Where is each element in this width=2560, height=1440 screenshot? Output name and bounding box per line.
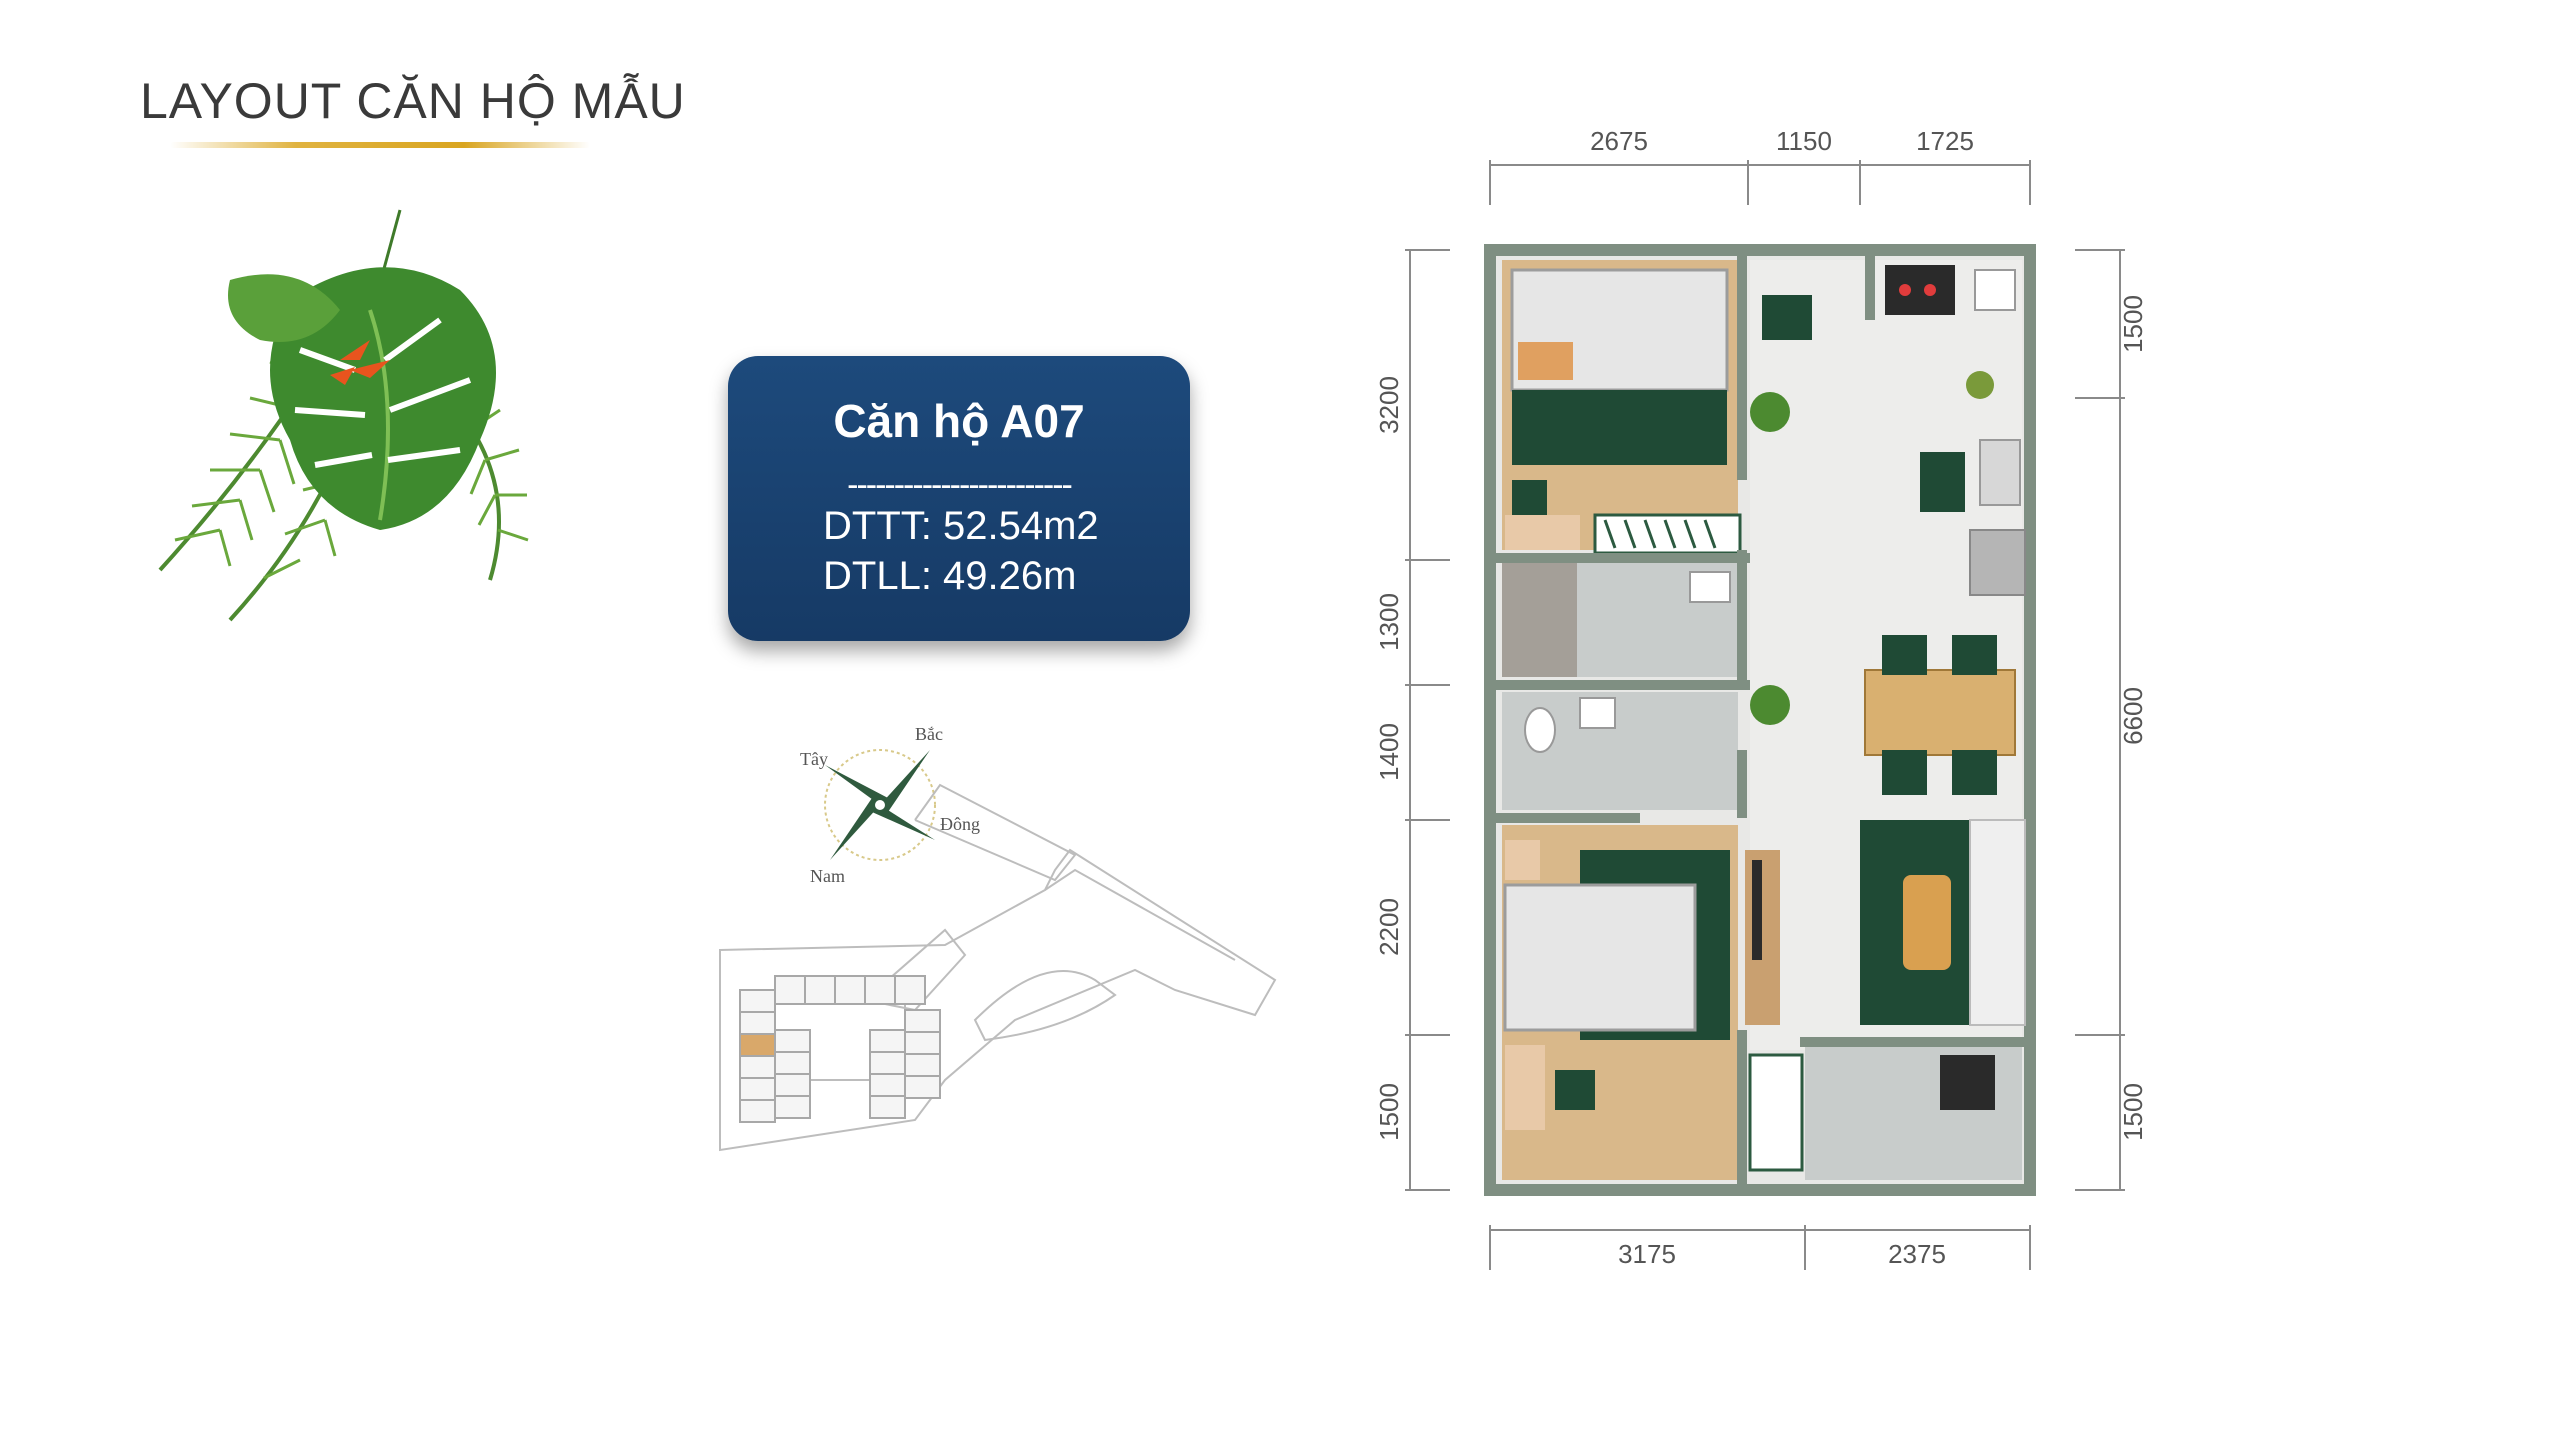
dim-right-2: 6600 — [2118, 687, 2148, 745]
area-dtll: DTLL: 49.26m — [823, 554, 1077, 598]
area-dttt: DTTT: 52.54m2 — [823, 504, 1099, 548]
dim-left-4: 2200 — [1374, 898, 1404, 956]
compass-north-label: Bắc — [915, 724, 943, 744]
dim-right-1: 1500 — [2118, 295, 2148, 353]
dim-left-2: 1300 — [1374, 593, 1404, 651]
card-divider: ------------------------ — [847, 466, 1073, 504]
tropical-leaf-icon — [158, 209, 529, 622]
dim-left-5: 1500 — [1374, 1083, 1404, 1141]
page-title: LAYOUT CĂN HỘ MẪU — [140, 73, 686, 129]
dim-bottom-2: 2375 — [1888, 1239, 1946, 1269]
site-plan — [719, 783, 1277, 1152]
dim-top-2: 1150 — [1776, 130, 1832, 156]
apartment-info-card: Căn hộ A07 ------------------------ DTTT… — [728, 356, 1190, 641]
dim-bottom-1: 3175 — [1618, 1239, 1676, 1269]
compass-west-label: Tây — [800, 749, 828, 769]
dim-left-3: 1400 — [1374, 723, 1404, 781]
dim-right-3: 1500 — [2118, 1083, 2148, 1141]
dim-left-1: 3200 — [1374, 376, 1404, 434]
apartment-name: Căn hộ A07 — [833, 395, 1085, 447]
floor-plan: 2675 1150 1725 3175 2375 3200 1300 1400 … — [1374, 130, 2148, 1270]
dim-top-3: 1725 — [1916, 130, 1974, 156]
compass-icon: Bắc Tây Đông Nam — [800, 724, 980, 886]
compass-south-label: Nam — [810, 866, 845, 886]
compass-east-label: Đông — [940, 814, 980, 834]
dim-top-1: 2675 — [1590, 130, 1648, 156]
title-underline — [170, 142, 590, 148]
